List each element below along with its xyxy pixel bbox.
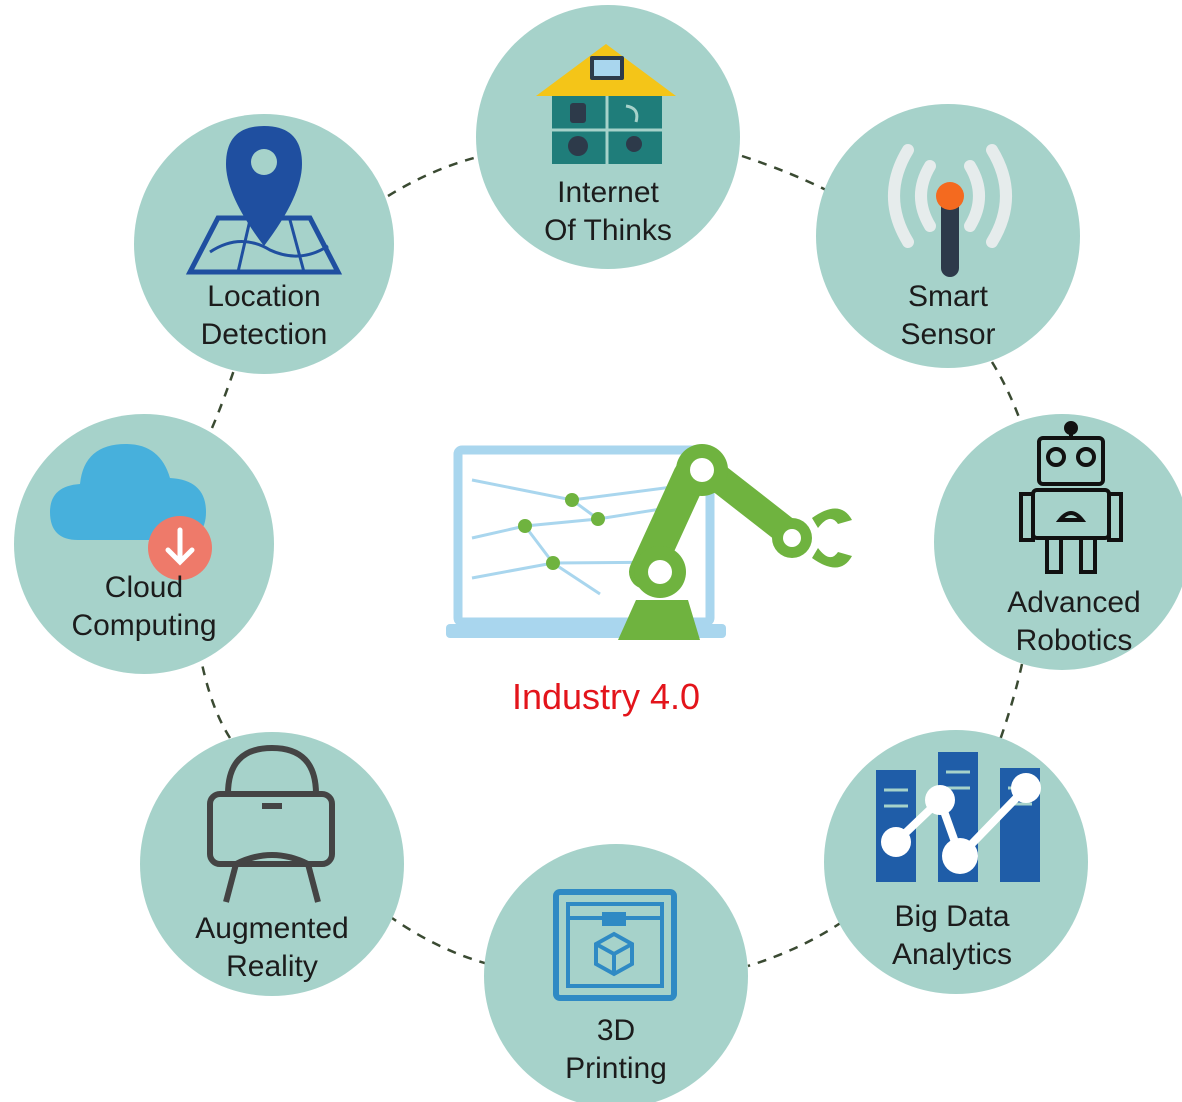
server-chart-icon <box>876 752 1041 882</box>
node-circle <box>934 414 1182 670</box>
node-ar: Augmented Reality <box>140 732 404 996</box>
connector-iot-sensor <box>741 154 827 192</box>
node-printing: 3D Printing <box>484 844 748 1102</box>
connector-cloud-location <box>210 363 238 429</box>
node-label-line2: Detection <box>201 318 328 351</box>
robot-icon <box>1019 421 1123 574</box>
vr-headset-icon <box>207 745 335 903</box>
node-sensor: Smart Sensor <box>816 104 1080 368</box>
3d-printer-icon <box>553 889 677 1001</box>
node-label-line1: Augmented <box>195 912 348 945</box>
node-iot: Internet Of Thinks <box>476 5 740 269</box>
connector-robotics-bigdata <box>998 663 1024 741</box>
node-label-line2: Analytics <box>892 938 1012 971</box>
node-label-line2: Printing <box>565 1052 667 1085</box>
sensor-icon <box>888 144 1012 248</box>
node-label-line1: Internet <box>557 176 659 209</box>
node-label-line1: Big Data <box>894 900 1009 933</box>
node-label-line1: Smart <box>908 280 989 313</box>
node-label-line2: Reality <box>226 950 318 983</box>
node-robotics: Advanced Robotics <box>934 414 1182 670</box>
node-label-line1: 3D <box>597 1014 635 1047</box>
connector-bigdata-printing <box>747 920 843 968</box>
connector-printing-ar <box>391 916 489 966</box>
cloud-download-icon <box>50 444 212 580</box>
center-title: Industry 4.0 <box>512 676 700 717</box>
node-label-line2: Robotics <box>1016 624 1133 657</box>
connector-ar-cloud <box>200 663 232 739</box>
node-label-line1: Advanced <box>1007 586 1140 619</box>
map-pin-icon <box>185 126 343 275</box>
connector-location-iot <box>387 156 475 198</box>
connector-sensor-robotics <box>990 361 1022 421</box>
robot-arm-icon <box>618 444 852 640</box>
node-bigdata: Big Data Analytics <box>824 730 1088 994</box>
node-circle <box>14 414 274 674</box>
smart-home-icon <box>536 44 676 164</box>
node-label-line1: Cloud <box>105 571 183 604</box>
node-label-line1: Location <box>207 280 320 313</box>
connector-ring <box>200 154 1024 968</box>
node-label-line2: Of Thinks <box>544 214 672 247</box>
node-label-line2: Computing <box>71 609 216 642</box>
center-illustration: Industry 4.0 <box>446 444 852 717</box>
node-cloud: Cloud Computing <box>14 414 274 674</box>
node-location: Location Detection <box>134 114 394 374</box>
node-label-line2: Sensor <box>900 318 995 351</box>
